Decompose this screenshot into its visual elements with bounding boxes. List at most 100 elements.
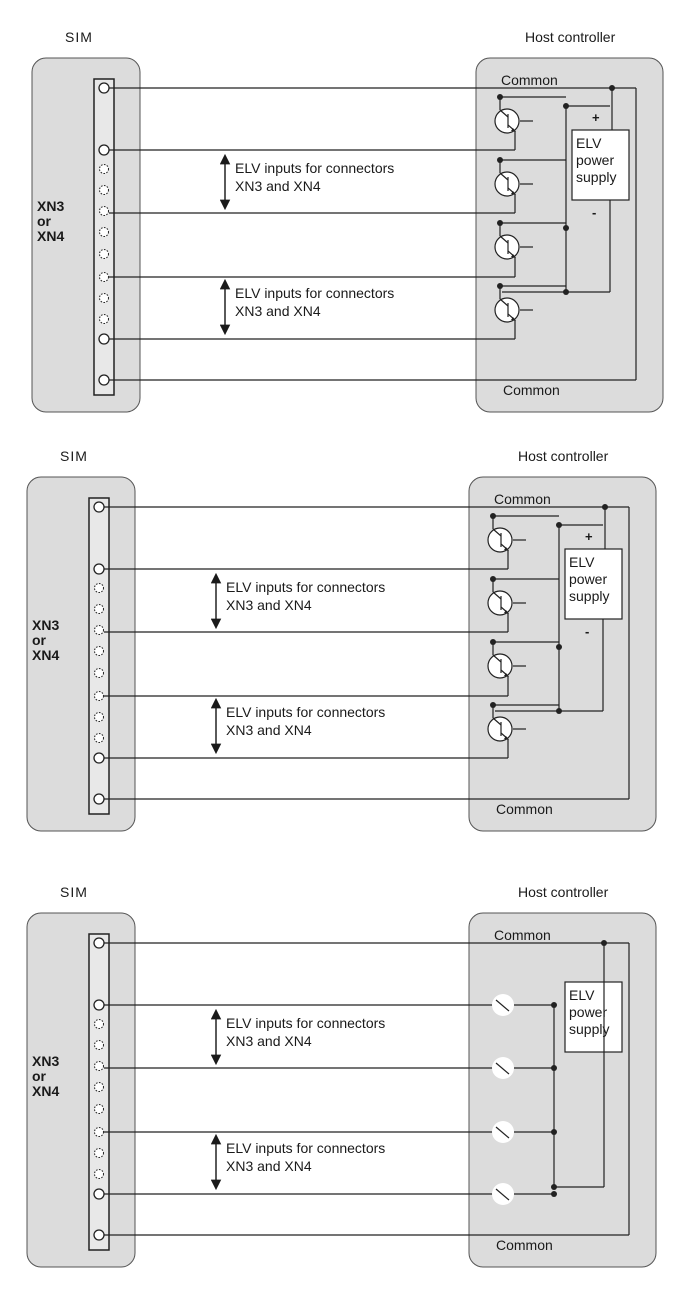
common-label-bottom: Common [496,801,553,817]
plus-terminal-label: + [585,529,593,544]
sim-title: SIM [65,29,93,45]
annotation-text: ELV inputs for connectors [226,1140,385,1156]
elv-supply-label: ELV [576,135,602,151]
transistor-symbol [494,108,533,134]
connector-pin-unused [94,1040,104,1050]
connector-label: XN3 [37,198,64,214]
connector-label: XN3 [32,617,59,633]
junction-dot [556,522,562,528]
relay-contact-symbol [492,994,514,1016]
transistor-body [494,234,520,260]
transistor-symbol [494,297,533,323]
plus-terminal-label: + [592,110,600,125]
connector-pin [93,563,105,575]
connector-pin-unused [99,164,109,174]
minus-terminal-label: - [585,624,589,639]
connector-label: XN4 [37,228,64,244]
elv-power-supply-box [564,981,623,1053]
relay-contact-blade [495,1126,510,1139]
connector-pin-unused [94,733,104,743]
relay-contact-symbol [492,1057,514,1079]
connector-pin-unused [94,625,104,635]
transistor-body [487,527,513,553]
transistor-body [487,653,513,679]
elv-power-supply-box [571,129,630,201]
elv-supply-label: power [569,571,607,587]
annotation-text: XN3 and XN4 [235,178,321,194]
relay-contact-body [492,994,514,1016]
junction-dot [551,1065,557,1071]
connector-pin-unused [94,1127,104,1137]
transistor-collector [499,235,509,244]
annotation-text: XN3 and XN4 [226,1158,312,1174]
connector-pin [93,793,105,805]
connector-pin-unused [94,1169,104,1179]
connector-pin-unused [99,293,109,303]
connector-pin-unused [99,314,109,324]
common-label-bottom: Common [503,382,560,398]
connector-pin-unused [94,1061,104,1071]
junction-dot [556,708,562,714]
annotation-text: XN3 and XN4 [235,303,321,319]
connector-label: XN3 [32,1053,59,1069]
transistor-collector [499,172,509,181]
junction-dot [551,1002,557,1008]
connector-pin-unused [99,272,109,282]
host-controller-panel [468,912,657,1268]
elv-supply-label: power [576,152,614,168]
elv-power-supply-box [564,548,623,620]
common-label-top: Common [494,491,551,507]
common-label-top: Common [494,927,551,943]
connector-label: XN4 [32,1083,59,1099]
connector-label: or [32,1068,47,1084]
annotation-text: ELV inputs for connectors [226,579,385,595]
junction-dot [563,225,569,231]
junction-dot [551,1184,557,1190]
relay-contact-body [492,1057,514,1079]
minus-terminal-label: - [592,205,596,220]
annotation-text: ELV inputs for connectors [235,160,394,176]
junction-dot [551,1191,557,1197]
connector-pin-unused [94,646,104,656]
elv-supply-label: supply [569,588,609,604]
junction-dot [556,644,562,650]
annotation-text: ELV inputs for connectors [235,285,394,301]
connector-pin-unused [94,1082,104,1092]
connector-pin-unused [94,1104,104,1114]
transistor-symbol [487,653,526,679]
transistor-symbol [487,590,526,616]
elv-supply-label: supply [576,169,616,185]
connector-pin [93,1229,105,1241]
connector-pin [98,144,110,156]
relay-contact-body [492,1183,514,1205]
transistor-collector [499,109,509,118]
transistor-body [487,716,513,742]
annotation-text: ELV inputs for connectors [226,1015,385,1031]
transistor-body [487,590,513,616]
relay-contact-blade [495,1062,510,1075]
connector-pin [93,937,105,949]
transistor-symbol [494,171,533,197]
elv-supply-label: ELV [569,987,595,1003]
relay-contact-body [492,1121,514,1143]
connector-pin-unused [94,583,104,593]
transistor-collector [492,717,502,726]
elv-supply-label: ELV [569,554,595,570]
connector-pin [93,999,105,1011]
elv-supply-label: supply [569,1021,609,1037]
relay-contact-symbol [492,1183,514,1205]
connector-pin-unused [94,604,104,614]
transistor-symbol [487,527,526,553]
transistor-body [494,297,520,323]
connector-pin-unused [94,1019,104,1029]
host-controller-title: Host controller [525,29,616,45]
transistor-collector [499,298,509,307]
junction-dot [563,289,569,295]
annotation-text: XN3 and XN4 [226,1033,312,1049]
connector-pin-unused [94,668,104,678]
common-label-top: Common [501,72,558,88]
